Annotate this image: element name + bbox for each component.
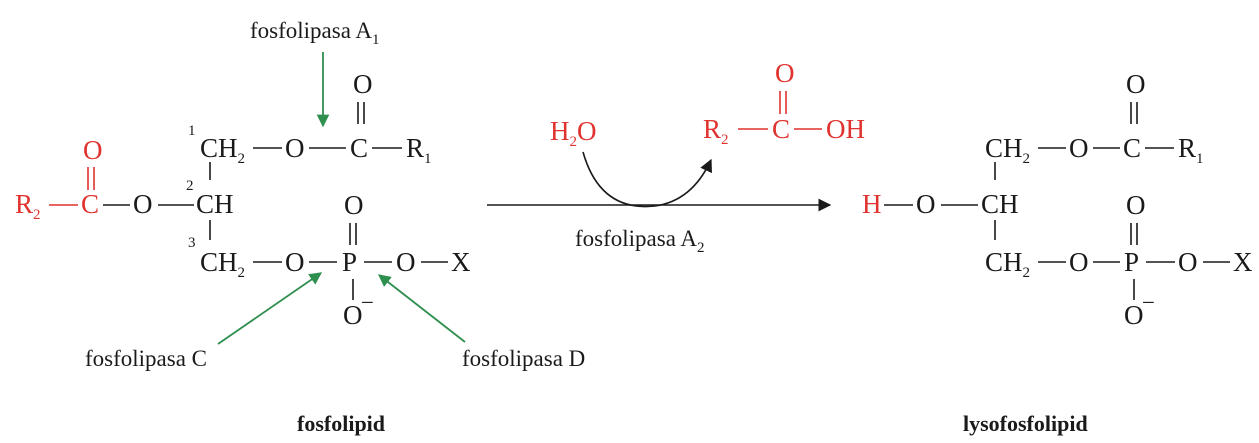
lysophospholipid-structure: O CH2 O C R1 H O CH O CH2 O P O X [862, 69, 1253, 436]
reagent-water: H2O [550, 116, 597, 150]
group-x: X [451, 247, 471, 277]
product-atom-o-ester: O [1069, 133, 1089, 163]
product-atom-o-phosphoester-2: O [1178, 247, 1198, 277]
product-charge-minus: − [1142, 290, 1155, 315]
group-r2: R2 [15, 189, 41, 223]
group-r1: R1 [406, 133, 432, 167]
product-group-x: X [1233, 247, 1253, 277]
atom-o-phosphoester-2: O [396, 247, 416, 277]
carbon-number-3: 3 [188, 235, 196, 251]
phospholipid-structure: fosfolipasa A1 O 1 CH2 O C R1 O R2 C O 2… [15, 18, 585, 436]
atom-ch-middle: CH [196, 189, 234, 219]
atom-o-phosphoester-1: O [285, 247, 305, 277]
caption-lysofosfolipid: lysofosfolipid [963, 411, 1088, 436]
label-fosfolipasa-a1: fosfolipasa A1 [250, 18, 380, 48]
atom-p: P [342, 247, 357, 277]
atom-o-ester-2: O [133, 189, 153, 219]
arrow-fosfolipasa-d [378, 274, 466, 343]
acid-atom-o: O [775, 58, 795, 88]
label-fosfolipasa-c: fosfolipasa C [85, 346, 207, 371]
atom-ch2-top: CH2 [200, 133, 245, 167]
atom-o-minus: O [343, 300, 363, 330]
label-fosfolipasa-d: fosfolipasa D [462, 346, 585, 371]
product-atom-ch2-bottom: CH2 [985, 247, 1030, 281]
acid-group-oh: OH [826, 114, 865, 144]
atom-c-carbonyl-1: C [350, 133, 368, 163]
product-atom-o-hydroxyl: O [916, 189, 936, 219]
atom-o-ester-1: O [285, 133, 305, 163]
product-atom-o-carbonyl: O [1126, 69, 1146, 99]
product-atom-ch-middle: CH [981, 189, 1019, 219]
product-atom-c-carbonyl: C [1123, 133, 1141, 163]
product-group-r1: R1 [1178, 133, 1204, 167]
carbon-number-1: 1 [188, 123, 196, 139]
atom-ch2-bottom: CH2 [200, 247, 245, 281]
product-atom-p: P [1124, 247, 1139, 277]
carbon-number-2: 2 [186, 178, 194, 194]
label-fosfolipasa-a2: fosfolipasa A2 [575, 226, 705, 256]
product-atom-o-phosphoryl: O [1126, 190, 1146, 220]
acid-group-r2: R2 [703, 114, 729, 148]
arrow-fosfolipasa-c [217, 272, 323, 345]
curved-arrow [582, 151, 712, 208]
product-atom-h: H [862, 189, 882, 219]
atom-o-carbonyl-1: O [353, 69, 373, 99]
atom-o-phosphoryl: O [344, 190, 364, 220]
acid-atom-c: C [772, 114, 790, 144]
reaction-arrow-group: H2O O R2 C OH fosfolipasa A2 [487, 58, 865, 256]
atom-o-carbonyl-2: O [83, 135, 103, 165]
caption-fosfolipid: fosfolipid [297, 411, 385, 436]
product-atom-o-phosphoester-1: O [1069, 247, 1089, 277]
product-atom-ch2-top: CH2 [985, 133, 1030, 167]
atom-c-carbonyl-2: C [81, 189, 99, 219]
charge-minus: − [361, 290, 374, 315]
product-atom-o-minus: O [1124, 300, 1144, 330]
